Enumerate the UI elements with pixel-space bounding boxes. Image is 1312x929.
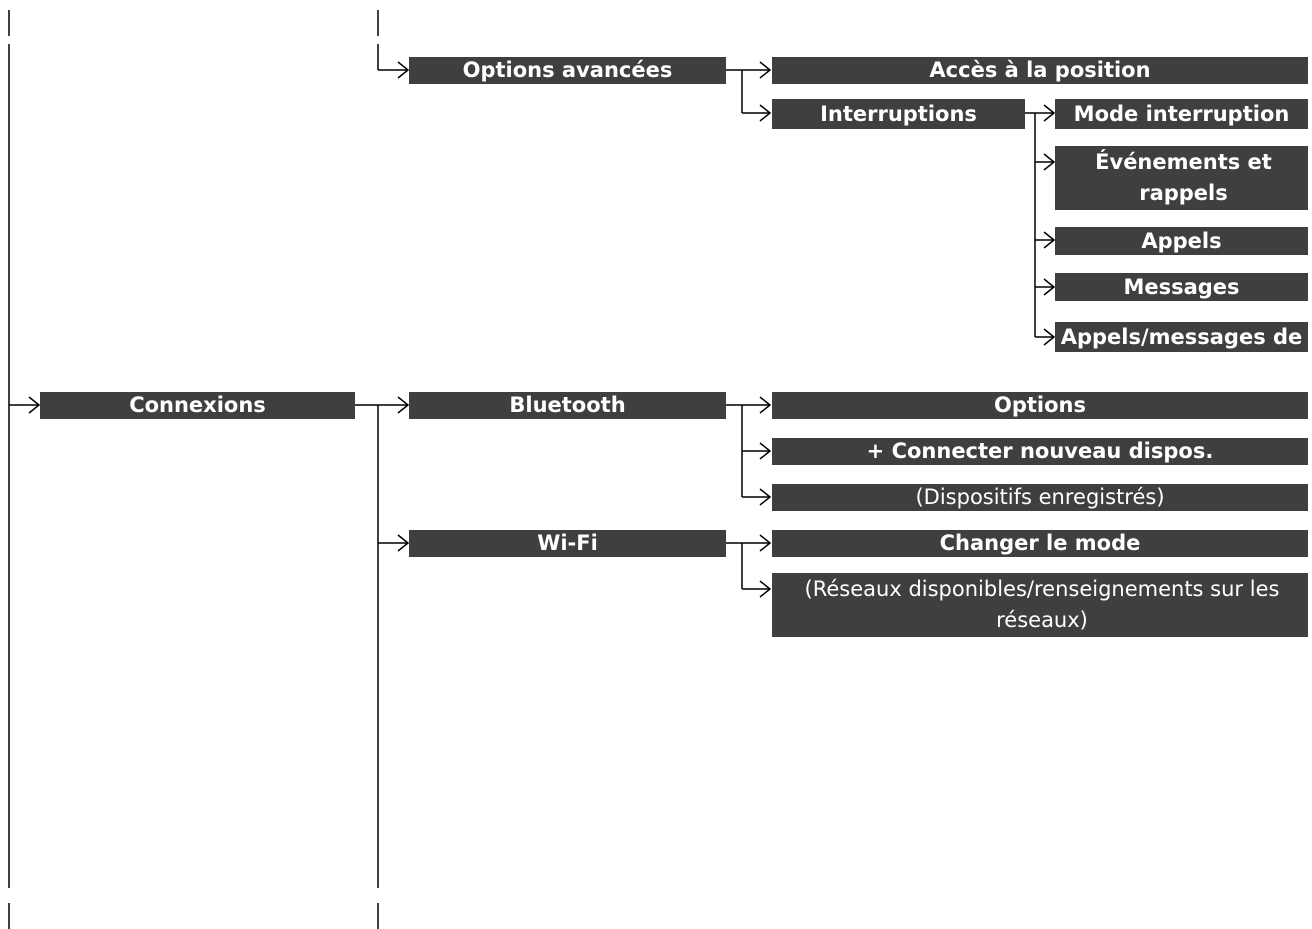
node-appels[interactable]: Appels xyxy=(1055,227,1308,255)
node-wifi-changer-mode[interactable]: Changer le mode xyxy=(772,530,1308,557)
arrowhead-icon xyxy=(397,396,410,414)
arrowhead-icon xyxy=(759,534,772,552)
node-wifi[interactable]: Wi-Fi xyxy=(409,530,726,557)
arrowhead-icon xyxy=(1043,328,1056,346)
arrowhead-icon xyxy=(759,580,772,598)
arrowhead-icon xyxy=(28,396,41,414)
node-options-avancees[interactable]: Options avancées xyxy=(409,57,726,84)
node-appels-messages-de[interactable]: Appels/messages de xyxy=(1055,322,1308,352)
arrowhead-icon xyxy=(397,61,410,79)
node-messages[interactable]: Messages xyxy=(1055,273,1308,301)
arrowhead-icon xyxy=(397,534,410,552)
node-evenements-rappels[interactable]: Événements et rappels xyxy=(1055,146,1308,210)
node-mode-interruption[interactable]: Mode interruption xyxy=(1055,99,1308,129)
node-bt-connecter[interactable]: + Connecter nouveau dispos. xyxy=(772,438,1308,465)
node-wifi-reseaux[interactable]: (Réseaux disponibles/renseignements sur … xyxy=(772,573,1308,637)
arrowhead-icon xyxy=(1043,104,1056,122)
arrowhead-icon xyxy=(759,396,772,414)
node-connexions[interactable]: Connexions xyxy=(40,392,355,419)
arrowhead-icon xyxy=(759,104,772,122)
node-bluetooth[interactable]: Bluetooth xyxy=(409,392,726,419)
arrowhead-icon xyxy=(759,61,772,79)
node-bt-dispositifs[interactable]: (Dispositifs enregistrés) xyxy=(772,484,1308,511)
node-bt-options[interactable]: Options xyxy=(772,392,1308,419)
arrowhead-icon xyxy=(759,488,772,506)
arrowhead-icon xyxy=(759,442,772,460)
arrowhead-icon xyxy=(1043,231,1056,249)
arrowhead-icon xyxy=(1043,153,1056,171)
node-interruptions[interactable]: Interruptions xyxy=(772,99,1025,129)
node-acces-position[interactable]: Accès à la position xyxy=(772,57,1308,84)
arrowhead-icon xyxy=(1043,278,1056,296)
